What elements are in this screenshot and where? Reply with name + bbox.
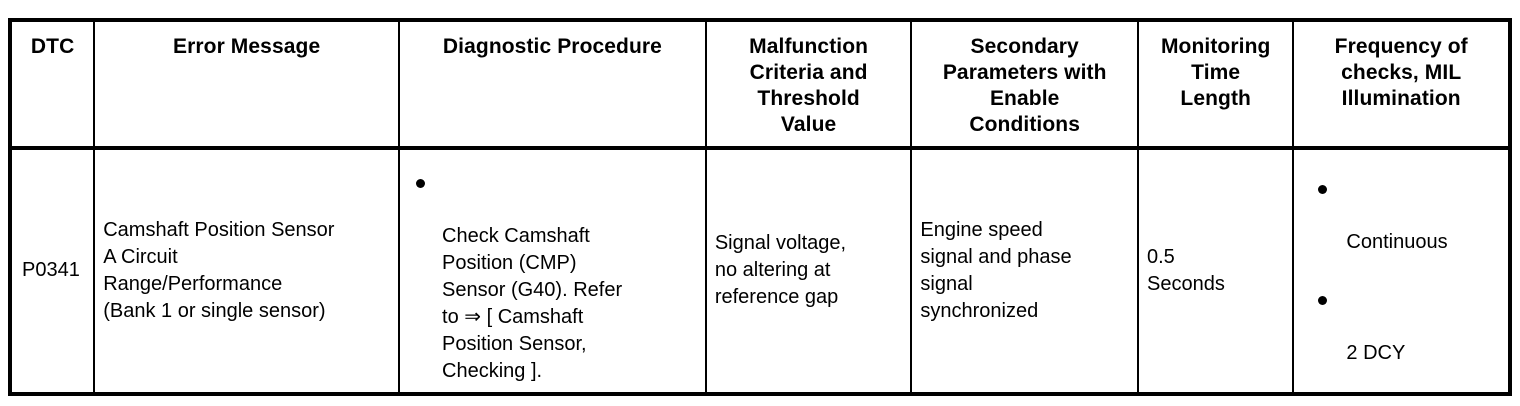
dtc-diagnostic-table: DTC Error Message Diagnostic Procedure M… — [8, 18, 1512, 396]
column-header-monitoring-time-length-label: Monitoring Time Length — [1160, 35, 1271, 110]
cell-secondary-parameters: Engine speed signal and phase signal syn… — [910, 147, 1139, 394]
list-item: 2 DCY — [1312, 286, 1502, 367]
cell-diagnostic-procedure: Check Camshaft Position (CMP) Sensor (G4… — [398, 147, 707, 394]
cell-frequency-of-checks: Continuous 2 DCY — [1292, 147, 1511, 394]
column-header-diagnostic-procedure-label: Diagnostic Procedure — [442, 35, 662, 58]
bullet-icon — [416, 178, 426, 188]
column-header-malfunction-criteria-label: Malfunction Criteria and Threshold Value — [749, 35, 869, 136]
frequency-of-checks-list: Continuous 2 DCY — [1294, 175, 1508, 367]
frequency-item-text: 2 DCY — [1346, 341, 1406, 364]
column-header-frequency-of-checks: Frequency of checks, MIL Illumination — [1292, 20, 1511, 150]
table-row: P0341 Camshaft Position Sensor A Circuit… — [8, 147, 1511, 394]
column-header-secondary-parameters-label: Secondary Parameters with Enable Conditi… — [942, 35, 1107, 136]
bullet-icon — [1318, 184, 1328, 194]
monitoring-time-length-value: 0.5 Seconds — [1146, 245, 1225, 295]
table-header-row: DTC Error Message Diagnostic Procedure M… — [8, 20, 1511, 150]
cell-monitoring-time-length: 0.5 Seconds — [1136, 147, 1295, 394]
column-header-dtc: DTC — [8, 20, 96, 150]
column-header-error-message-label: Error Message — [173, 35, 321, 58]
column-header-diagnostic-procedure: Diagnostic Procedure — [398, 20, 707, 150]
dtc-code-value: P0341 — [22, 259, 80, 282]
bullet-icon — [1318, 295, 1328, 305]
list-item: Check Camshaft Position (CMP) Sensor (G4… — [410, 169, 699, 385]
column-header-secondary-parameters: Secondary Parameters with Enable Conditi… — [910, 20, 1139, 150]
column-header-frequency-of-checks-label: Frequency of checks, MIL Illumination — [1334, 35, 1468, 110]
column-header-error-message: Error Message — [93, 20, 401, 150]
secondary-parameters-value: Engine speed signal and phase signal syn… — [920, 218, 1072, 322]
cell-malfunction-criteria: Signal voltage, no altering at reference… — [704, 147, 913, 394]
cell-dtc-code: P0341 — [8, 147, 96, 394]
malfunction-criteria-value: Signal voltage, no altering at reference… — [714, 232, 847, 309]
frequency-item-text: Continuous — [1346, 230, 1448, 253]
column-header-malfunction-criteria: Malfunction Criteria and Threshold Value — [704, 20, 913, 150]
column-header-dtc-label: DTC — [30, 35, 75, 58]
cell-error-message: Camshaft Position Sensor A Circuit Range… — [93, 147, 401, 394]
error-message-value: Camshaft Position Sensor A Circuit Range… — [103, 218, 335, 322]
diagnostic-procedure-item-text: Check Camshaft Position (CMP) Sensor (G4… — [442, 224, 623, 382]
diagnostic-procedure-list: Check Camshaft Position (CMP) Sensor (G4… — [400, 157, 705, 385]
column-header-monitoring-time-length: Monitoring Time Length — [1136, 20, 1295, 150]
list-item: Continuous — [1312, 175, 1502, 256]
